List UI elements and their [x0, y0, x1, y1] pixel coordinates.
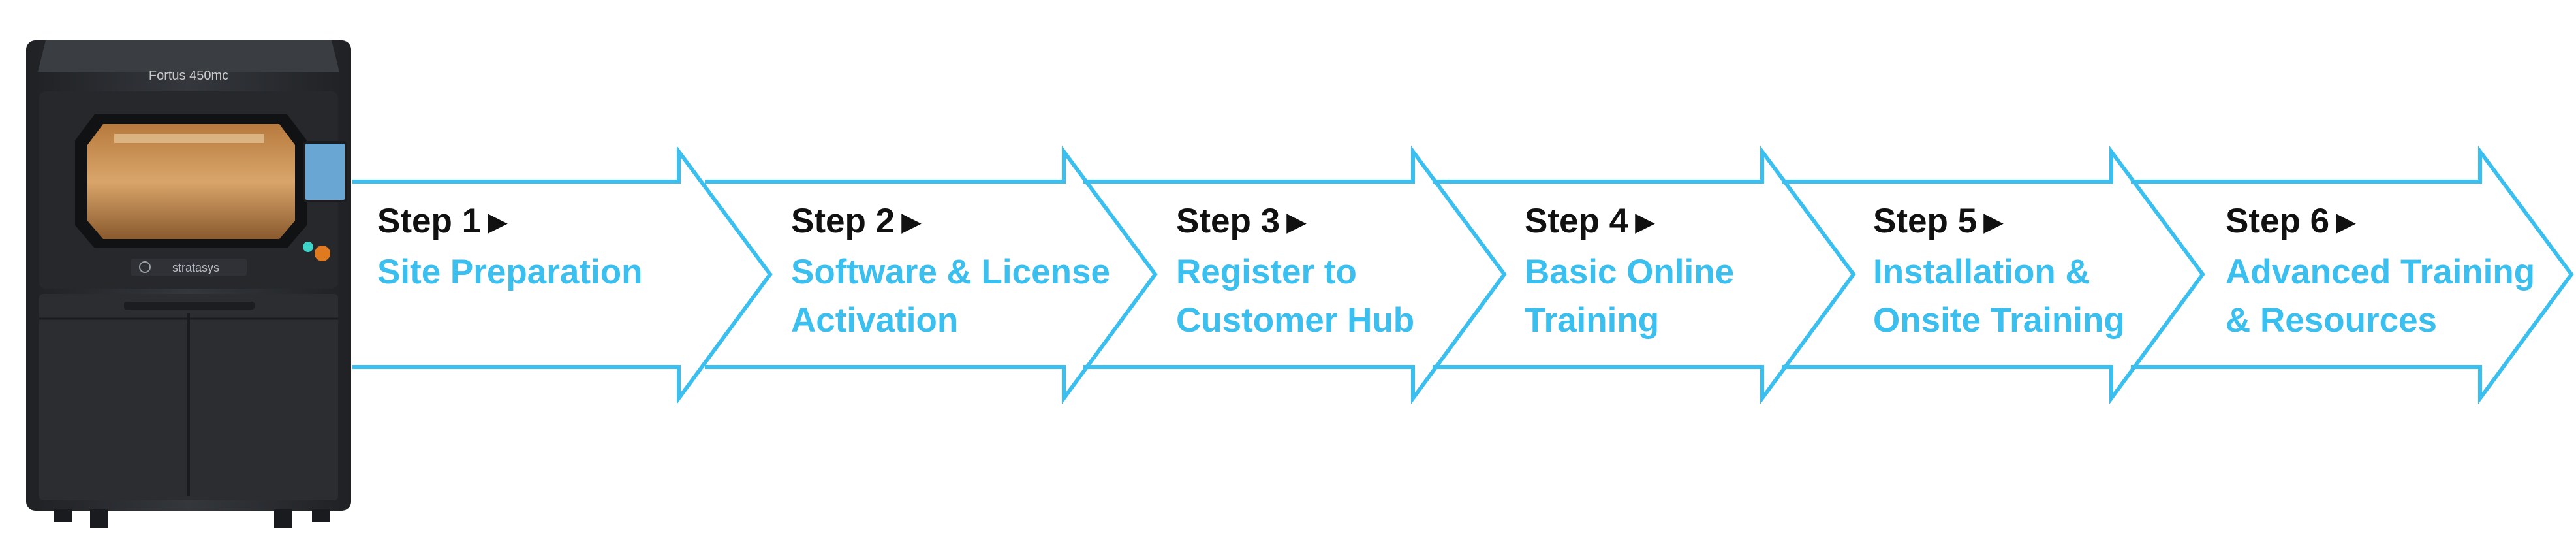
play-arrow-icon: ▶ — [1635, 208, 1655, 236]
brand-logo-icon — [139, 261, 151, 273]
chevron-arrow-5 — [1782, 145, 2205, 405]
printer-illustration: Fortus 450mc stratasys — [26, 40, 351, 528]
play-arrow-icon: ▶ — [901, 208, 922, 236]
step-6: Step 6▶ Advanced Training& Resources — [2226, 197, 2535, 345]
printer-foot — [312, 509, 330, 522]
printer-handle — [124, 302, 255, 310]
step-3-title: Step 3▶ — [1176, 202, 1307, 240]
printer-model-text: Fortus 450mc — [149, 69, 228, 83]
play-arrow-icon: ▶ — [1983, 208, 2004, 236]
step-1: Step 1▶ Site Preparation — [377, 197, 642, 296]
chevron-arrow-2 — [705, 145, 1158, 405]
step-4-title: Step 4▶ — [1525, 202, 1655, 240]
printer-foot — [54, 509, 72, 522]
play-arrow-icon: ▶ — [1286, 208, 1307, 236]
play-arrow-icon: ▶ — [2336, 208, 2356, 236]
chevron-arrow-4 — [1433, 145, 1856, 405]
step-6-description: Advanced Training& Resources — [2226, 253, 2536, 340]
step-1-description: Site Preparation — [377, 253, 643, 291]
power-button-icon — [315, 246, 330, 261]
chevron-arrow-6 — [2131, 145, 2574, 405]
step-1-title: Step 1▶ — [377, 202, 508, 240]
step-6-title: Step 6▶ — [2226, 202, 2356, 240]
play-arrow-icon: ▶ — [488, 208, 508, 236]
printer-window — [87, 124, 295, 239]
status-light-icon — [303, 242, 313, 252]
printer-top-cap — [38, 40, 339, 72]
printer-foot — [90, 509, 108, 528]
chevron-arrow-3 — [1083, 145, 1507, 405]
chevron-arrow-1 — [352, 145, 773, 405]
step-arrows — [352, 145, 2574, 405]
printer-build-plate — [114, 134, 264, 143]
step-2-title: Step 2▶ — [791, 202, 922, 240]
printer-logo-strip — [131, 259, 247, 276]
printer-foot — [274, 509, 292, 528]
printer-touch-screen — [303, 141, 347, 202]
step-5-title: Step 5▶ — [1873, 202, 2004, 240]
step-5: Step 5▶ Installation &Onsite Training — [1873, 197, 2125, 345]
step-5-description: Installation &Onsite Training — [1873, 253, 2125, 340]
printer-brand-text: stratasys — [172, 261, 219, 274]
